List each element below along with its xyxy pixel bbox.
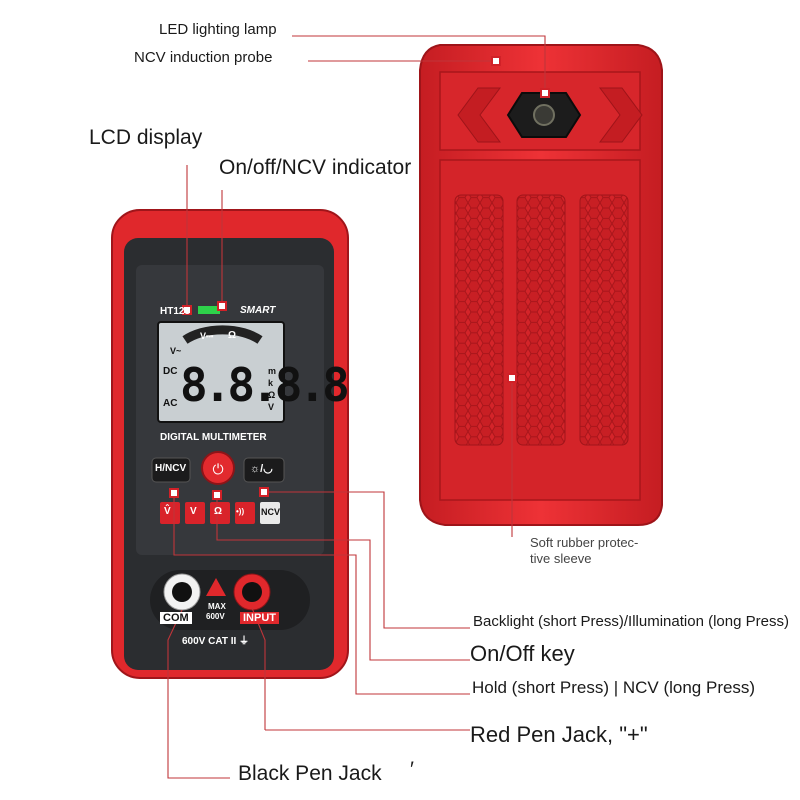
com-label: COM [160, 612, 192, 624]
label-backlight: Backlight (short Press)/Illumination (lo… [473, 613, 789, 630]
max-label: MAX [208, 602, 226, 611]
led-lamp-icon [533, 104, 555, 126]
callout-markers [169, 56, 550, 500]
label-black-jack: Black Pen Jack [238, 762, 382, 785]
lcd-unit-ohm: Ω [268, 390, 276, 400]
max-voltage-label: 600V [206, 612, 225, 621]
marker-lcd [182, 305, 192, 315]
key-ohm[interactable]: Ω [214, 506, 223, 517]
label-onoff-key: On/Off key [470, 641, 575, 666]
label-red-jack: Red Pen Jack, "+" [470, 722, 648, 747]
key-continuity[interactable]: •)) [236, 507, 245, 516]
marker-hold [169, 488, 179, 498]
leader-lines [167, 35, 546, 779]
marker-ncv-probe [491, 56, 501, 66]
label-led-lamp: LED lighting lamp [159, 21, 277, 38]
key-v-auto[interactable]: V̂ [164, 506, 171, 517]
front-device: ⏻ [111, 209, 349, 679]
key-ncv[interactable]: NCV [261, 507, 281, 517]
marker-onoff [212, 490, 222, 500]
marker-backlight [259, 487, 269, 497]
marker-led [540, 88, 550, 98]
lcd-digits: 8.8.8.8 [180, 358, 350, 412]
stray-mark: ′ [410, 758, 414, 781]
key-v[interactable]: V [190, 506, 197, 517]
label-sleeve-2: tive sleeve [530, 551, 592, 566]
lcd-ohm-label: Ω [228, 330, 237, 341]
label-ncv-probe: NCV induction probe [134, 49, 273, 66]
label-sleeve-1: Soft rubber protec- [530, 535, 639, 550]
lcd-unit-k: k [268, 378, 274, 388]
lcd-ac-label: AC [163, 398, 178, 409]
input-label: INPUT [240, 612, 279, 624]
lcd-unit-m: m [268, 366, 277, 376]
smart-label: SMART [240, 305, 276, 316]
hold-ncv-button[interactable]: H/NCV [155, 463, 187, 474]
model-label: HT123 [160, 306, 191, 317]
lcd-screen [157, 321, 285, 423]
back-device [419, 44, 663, 526]
lcd-unit-v: V [268, 402, 275, 412]
lcd-vdc-label: V⎓ [200, 331, 214, 341]
marker-sleeve [507, 373, 517, 383]
ncv-indicator-light [198, 306, 220, 314]
label-lcd-display: LCD display [89, 126, 203, 149]
label-hold-ncv: Hold (short Press) | NCV (long Press) [472, 678, 756, 697]
backlight-button[interactable]: ☼/◡ [250, 463, 273, 475]
power-button [201, 451, 235, 485]
lcd-vac-label: V~ [170, 346, 182, 356]
device-title: DIGITAL MULTIMETER [160, 432, 267, 443]
marker-indicator [217, 301, 227, 311]
label-onoff-indicator: On/off/NCV indicator [219, 156, 412, 179]
svg-text:⏻: ⏻ [212, 462, 223, 478]
lcd-dc-label: DC [163, 366, 178, 377]
rating-label: 600V CAT II ⏚ [182, 636, 250, 647]
